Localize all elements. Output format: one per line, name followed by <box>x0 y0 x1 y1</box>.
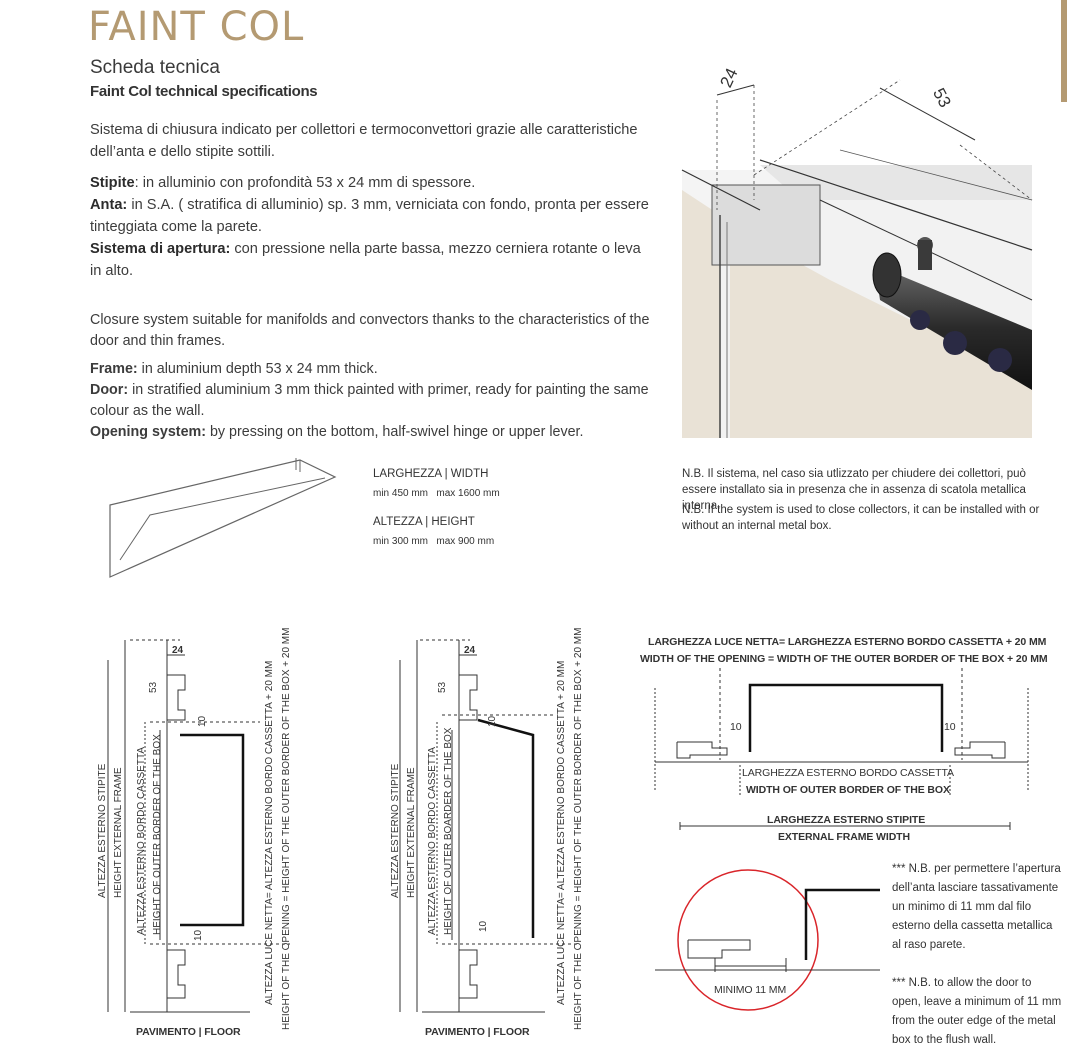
page-title: FAINT COL <box>88 4 305 50</box>
mid-dim-24: 24 <box>464 645 475 656</box>
detail-note-it: *** N.B. per permettere l’apertura dell’… <box>892 863 1061 951</box>
plan-width-outer-border: WIDTH OF OUTER BORDER OF THE BOX <box>746 784 950 796</box>
height-min: min 300 mm <box>373 536 429 547</box>
mid-height-outer-border: HEIGHT OF OUTER BOARDER OF THE BOX <box>443 727 454 935</box>
left-dim-10b: 10 <box>193 929 204 941</box>
width-max: max 1600 mm <box>436 488 500 499</box>
left-floor: PAVIMENTO | FLOOR <box>136 1026 241 1038</box>
left-dim-53: 53 <box>148 681 159 693</box>
frame-text: in aluminium depth 53 x 24 mm thick. <box>137 361 378 377</box>
plan-larghezza-bordo: LARGHEZZA ESTERNO BORDO CASSETTA <box>742 767 954 779</box>
mid-altezza-bordo: ALTEZZA ESTERNO BORDO CASSETTA <box>427 747 438 935</box>
left-dim-24: 24 <box>172 645 183 656</box>
frame-label: Frame: <box>90 361 138 377</box>
mid-altezza-esterno-stipite: ALTEZZA ESTERNO STIPITE <box>390 763 401 898</box>
stipite-text: : in alluminio con profondità 53 x 24 mm… <box>134 175 476 191</box>
opening-line: Opening system: by pressing on the botto… <box>90 422 650 443</box>
english-intro: Closure system suitable for manifolds an… <box>90 312 650 349</box>
stipite-line: Stipite: in alluminio con profondità 53 … <box>90 172 650 194</box>
stipite-label: Stipite <box>90 175 135 191</box>
mid-luce-netta: ALTEZZA LUCE NETTA= ALTEZZA ESTERNO BORD… <box>556 660 567 1005</box>
mid-floor: PAVIMENTO | FLOOR <box>425 1026 530 1038</box>
page-tab-marker <box>1061 0 1067 102</box>
plan-width-opening: WIDTH OF THE OPENING = WIDTH OF THE OUTE… <box>640 653 1048 665</box>
opening-text: by pressing on the bottom, half-swivel h… <box>206 424 584 440</box>
nb-note-it: N.B. Il sistema, nel caso sia utlizzato … <box>682 468 1026 512</box>
plan-dim-10b: 10 <box>944 721 956 733</box>
height-max: max 900 mm <box>436 536 495 547</box>
render-dim-53: 53 <box>929 84 955 111</box>
mid-height-external-frame: HEIGHT EXTERNAL FRAME <box>406 767 417 898</box>
sistema-label: Sistema di apertura: <box>90 241 231 257</box>
anta-text: in S.A. ( stratifica di alluminio) sp. 3… <box>90 197 649 235</box>
door-label: Door: <box>90 382 129 398</box>
mid-dim-53: 53 <box>437 681 448 693</box>
left-altezza-esterno-stipite: ALTEZZA ESTERNO STIPITE <box>97 763 108 898</box>
height-label: ALTEZZA | HEIGHT <box>373 516 475 528</box>
left-altezza-bordo: ALTEZZA ESTERNO BORDO CASSETTA <box>136 747 147 935</box>
nb-note-en: N.B. If the system is used to close coll… <box>682 504 1040 532</box>
sistema-text: con pressione nella parte bassa, mezzo c… <box>90 241 641 279</box>
plan-luce-netta: LARGHEZZA LUCE NETTA= LARGHEZZA ESTERNO … <box>648 636 1047 648</box>
italian-specs: Stipite: in alluminio con profondità 53 … <box>90 172 650 282</box>
width-label: LARGHEZZA | WIDTH <box>373 468 489 480</box>
italian-intro: Sistema di chiusura indicato per collett… <box>90 122 638 160</box>
english-specs: Frame: in aluminium depth 53 x 24 mm thi… <box>90 359 650 443</box>
opening-label: Opening system: <box>90 424 206 440</box>
left-height-outer-border: HEIGHT OF OUTER BORDER OF THE BOX <box>152 734 163 935</box>
sistema-line: Sistema di apertura: con pressione nella… <box>90 238 650 282</box>
plan-dim-10a: 10 <box>730 721 742 733</box>
frame-line: Frame: in aluminium depth 53 x 24 mm thi… <box>90 359 650 380</box>
detail-note-en: *** N.B. to allow the door to open, leav… <box>892 977 1062 1046</box>
width-range: min 450 mm max 1600 mm <box>373 488 500 499</box>
plan-external-frame-width: EXTERNAL FRAME WIDTH <box>778 831 910 843</box>
left-height-external-frame: HEIGHT EXTERNAL FRAME <box>113 767 124 898</box>
left-height-opening: HEIGHT OF THE OPENING = HEIGHT OF THE OU… <box>281 627 292 1030</box>
anta-label: Anta: <box>90 197 128 213</box>
render-dim-24: 24 <box>716 65 742 91</box>
left-luce-netta: ALTEZZA LUCE NETTA= ALTEZZA ESTERNO BORD… <box>264 660 275 1005</box>
mid-dim-10b: 10 <box>478 920 489 932</box>
plan-larghezza-stipite: LARGHEZZA ESTERNO STIPITE <box>767 814 926 826</box>
subtitle-en: Faint Col technical specifications <box>90 83 318 100</box>
mid-height-opening: HEIGHT OF THE OPENING = HEIGHT OF THE OU… <box>573 627 584 1030</box>
anta-line: Anta: in S.A. ( stratifica di alluminio)… <box>90 194 650 238</box>
door-text: in stratified aluminium 3 mm thick paint… <box>90 382 649 419</box>
width-min: min 450 mm <box>373 488 429 499</box>
detail-minimo: MINIMO 11 MM <box>714 984 787 996</box>
mid-dim-10a: 10 <box>487 715 498 727</box>
height-range: min 300 mm max 900 mm <box>373 536 494 547</box>
subtitle: Scheda tecnica <box>90 57 220 78</box>
door-line: Door: in stratified aluminium 3 mm thick… <box>90 380 650 422</box>
left-dim-10a: 10 <box>197 715 208 727</box>
